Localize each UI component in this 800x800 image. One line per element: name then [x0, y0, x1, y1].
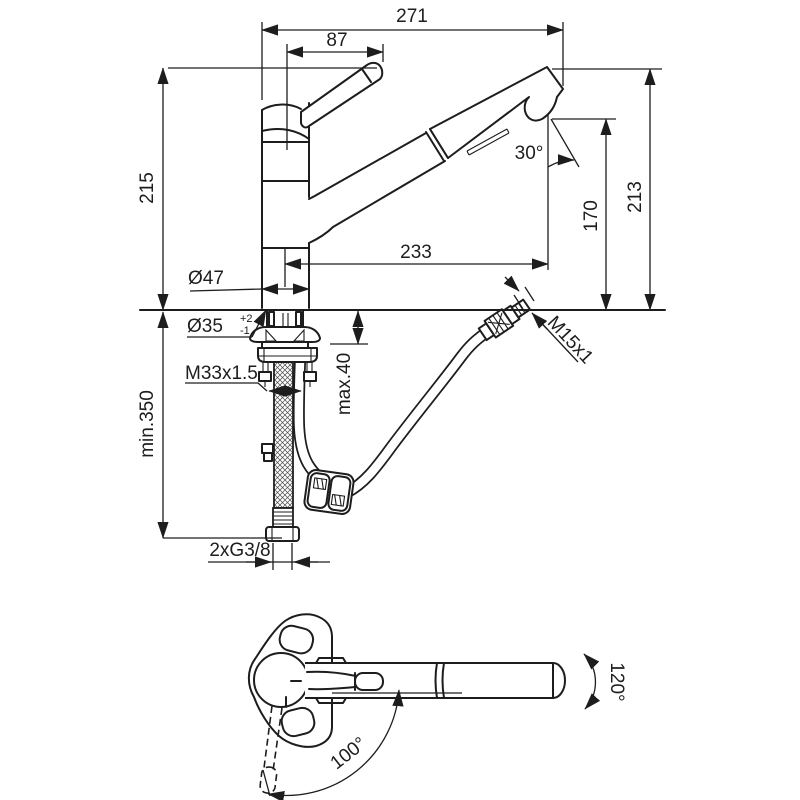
dimensions-front: 271 87 215 213 170 233 30° Ø47 Ø35 +2 -1	[137, 6, 662, 570]
dim-spout-swivel: 120°	[606, 662, 627, 701]
dim-hole-tol-plus: +2	[240, 313, 253, 325]
hose-weight	[303, 469, 355, 515]
spout	[308, 66, 564, 244]
supply-hose	[261, 355, 300, 542]
dim-min-under-clearance: min.350	[137, 390, 158, 458]
dim-supply-connections: 2xG3/8	[209, 540, 270, 561]
hose-clip	[261, 443, 274, 462]
dim-spray-angle: 30°	[515, 143, 544, 164]
pullout-hose	[292, 327, 491, 499]
mounting-studs	[258, 362, 317, 387]
dim-spout-reach: 233	[400, 242, 432, 263]
dim-handle-length: 87	[326, 30, 347, 51]
dim-outlet-height: 170	[581, 200, 602, 232]
dim-max-deck-thickness: max.40	[334, 353, 355, 415]
dim-shank-thread: M33x1.5	[185, 363, 258, 384]
mounting-hardware	[249, 309, 321, 387]
dim-spray-hose-thread: M15x1	[543, 312, 597, 368]
spray-hose-connector	[477, 298, 531, 342]
dim-hole-diameter: Ø35	[187, 316, 223, 337]
dim-body-diameter: Ø47	[188, 268, 224, 289]
handle-lever	[300, 61, 384, 129]
fixing-hole-top	[278, 624, 315, 655]
dim-height-deck-to-head: 213	[625, 181, 646, 213]
plan-view	[247, 613, 566, 794]
dim-hole-tol-minus: -1	[240, 325, 250, 337]
dim-height-deck-to-handle: 215	[137, 172, 158, 204]
dim-overall-width: 271	[396, 6, 428, 27]
dim-handle-swing: 100°	[327, 733, 371, 774]
g38-connector	[265, 507, 300, 542]
spray-head	[429, 66, 564, 159]
